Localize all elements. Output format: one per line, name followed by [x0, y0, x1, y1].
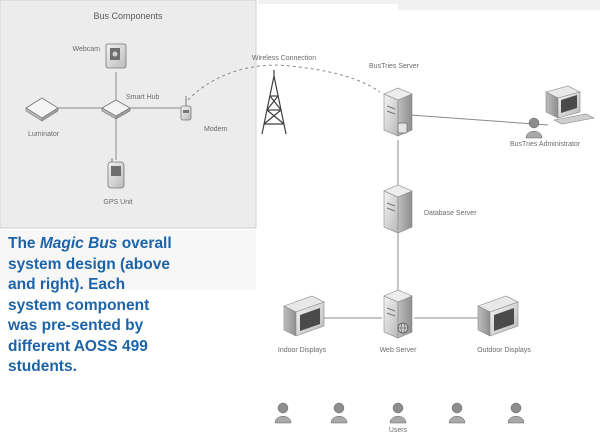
bustries-server-label: BusTries Server	[369, 63, 420, 70]
caption-rest: overall system design (above and right).…	[8, 235, 172, 375]
user-icon	[330, 402, 348, 424]
caption-background	[0, 230, 256, 290]
user-icon	[389, 402, 407, 424]
luminator-icon	[25, 97, 59, 122]
top-right-strip	[398, 0, 600, 10]
indoor-displays-label: Indoor Displays	[278, 347, 327, 354]
gps-unit-label: GPS Unit	[103, 199, 132, 206]
caption-italic: Magic Bus	[39, 235, 118, 252]
figure-caption: The Magic Bus overall system design (abo…	[8, 234, 176, 378]
administrator-user-icon	[525, 117, 543, 139]
gps-unit-icon	[107, 158, 125, 189]
panel-title: Bus Components	[93, 11, 163, 21]
user-icon	[448, 402, 466, 424]
luminator-label: Luminator	[28, 131, 60, 138]
smart-hub-label: Smart Hub	[126, 94, 160, 101]
web-server-label: Web Server	[380, 347, 417, 354]
smart-hub-icon	[101, 99, 131, 120]
database-server-label: Database Server	[424, 210, 477, 217]
modem-label: Modem	[204, 126, 228, 133]
network-links	[322, 114, 549, 319]
user-icon	[274, 402, 292, 424]
modem-icon	[180, 96, 192, 121]
wireless-link	[187, 64, 381, 101]
users-label: Users	[389, 427, 408, 434]
link-badge-icon	[397, 122, 408, 134]
outdoor-displays-label: Outdoor Displays	[477, 347, 531, 354]
indoor-displays-icon	[283, 295, 325, 337]
database-server-icon	[383, 184, 413, 234]
top-strip	[258, 0, 398, 4]
webcam-label: Webcam	[73, 46, 101, 53]
web-server-icon	[383, 289, 413, 339]
user-icon	[507, 402, 525, 424]
radio-tower-icon	[261, 70, 287, 135]
outdoor-displays-icon	[477, 295, 519, 337]
admin-workstation-icon	[545, 85, 595, 125]
globe-icon	[397, 322, 409, 334]
caption-lead: The	[8, 235, 40, 252]
wireless-connection-label: Wireless Connection	[252, 55, 316, 62]
webcam-icon	[105, 43, 127, 69]
bustries-admin-label: BusTries Administrator	[510, 141, 581, 148]
